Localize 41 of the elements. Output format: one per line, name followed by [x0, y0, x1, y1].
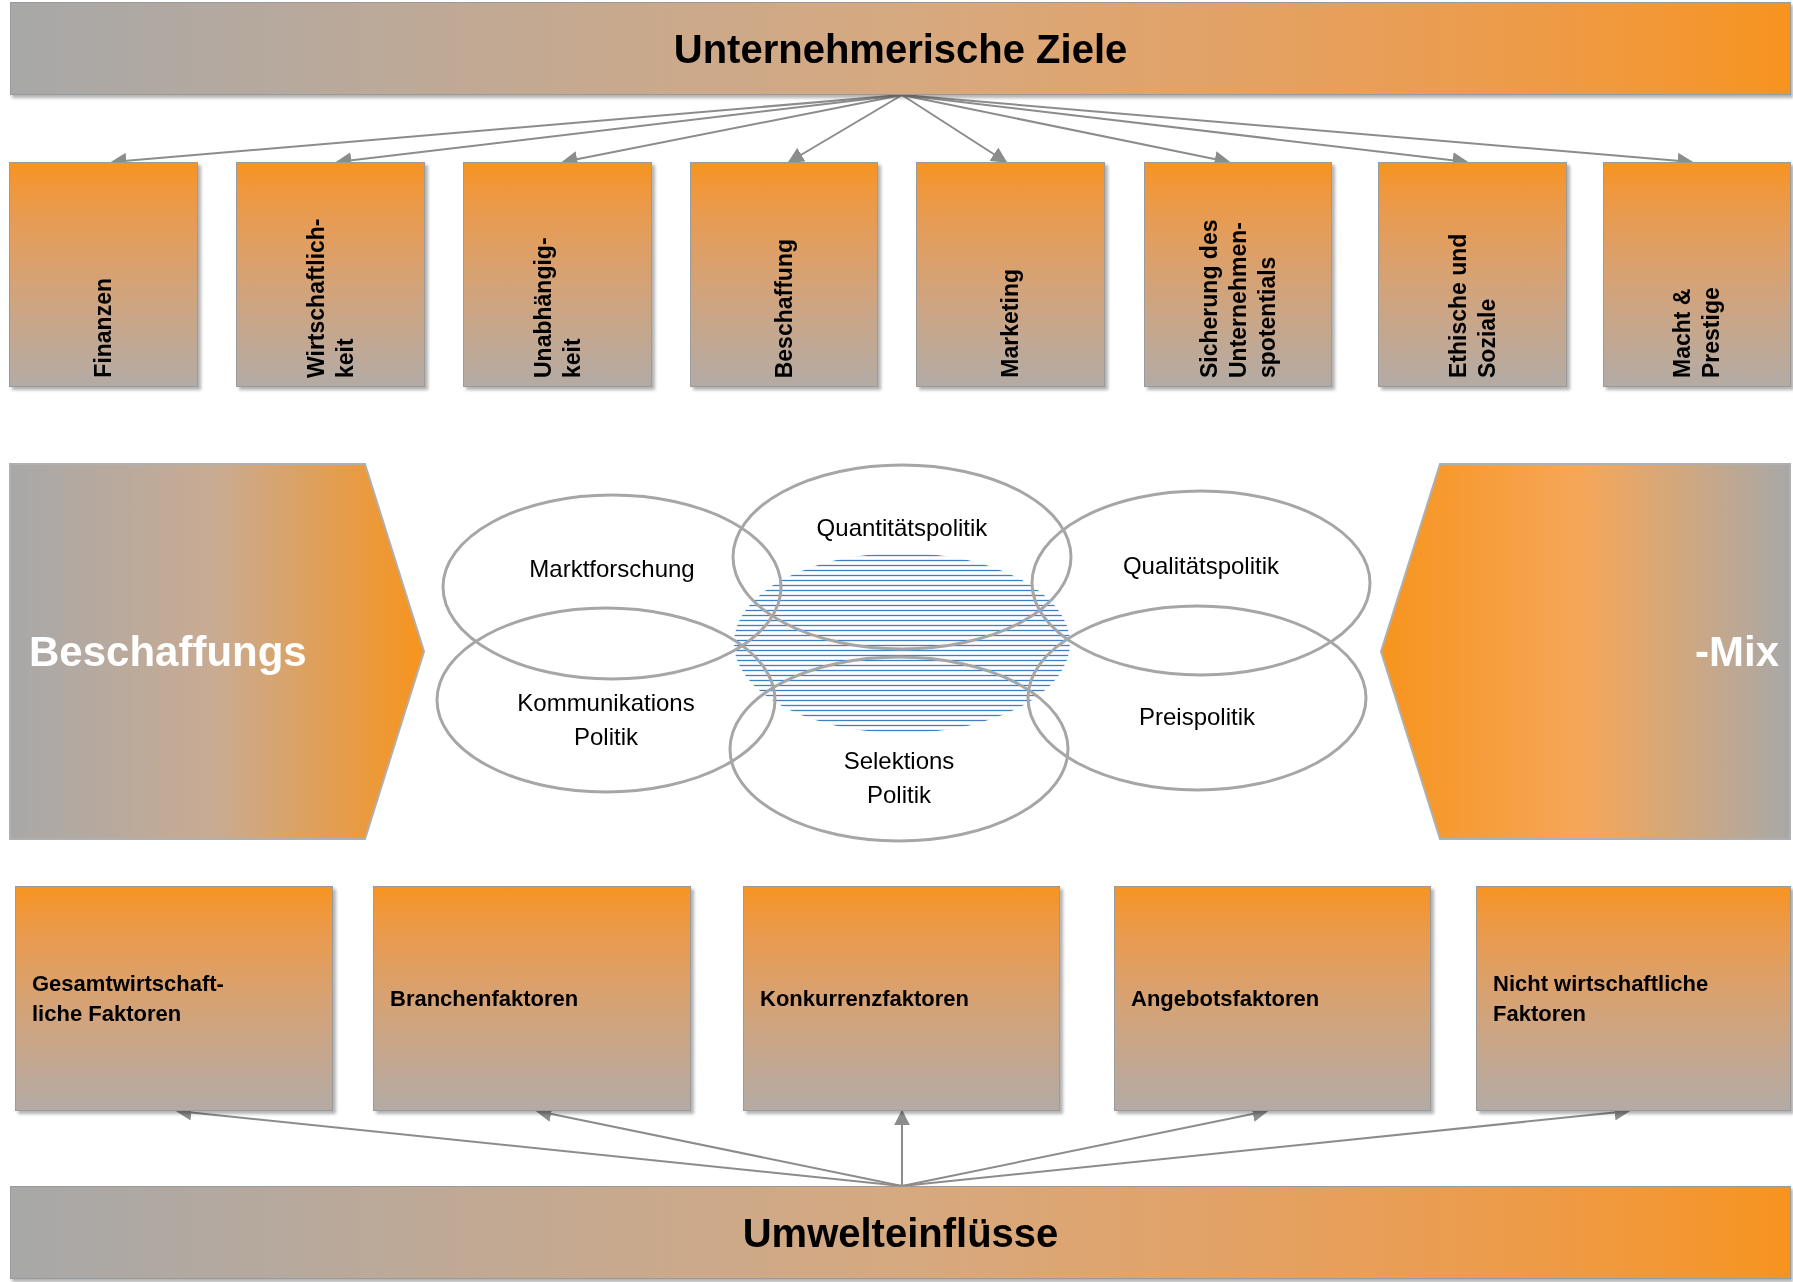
- factor-box: [15, 886, 333, 1111]
- policy-label: Selektions Politik: [842, 746, 956, 810]
- factor-box: [1476, 886, 1791, 1111]
- goal-box: [1603, 162, 1791, 387]
- mix-title: -Mix: [1695, 627, 1779, 677]
- arrow: [901, 94, 1008, 163]
- heading-bar: [10, 2, 1791, 95]
- factor-label: Angebotsfaktoren: [1131, 984, 1320, 1013]
- goal-label: Unabhängig- keit: [528, 236, 586, 378]
- heading-bar: [10, 1186, 1791, 1279]
- factor-label: Gesamtwirtschaft- liche Faktoren: [32, 969, 225, 1028]
- heading-text: Unternehmerische Ziele: [673, 25, 1128, 73]
- goal-box: [463, 162, 652, 387]
- goal-label: Sicherung des Unternehmen- spotentials: [1194, 218, 1281, 378]
- goal-box: [9, 162, 198, 387]
- goal-label: Macht & Prestige: [1668, 286, 1725, 378]
- goal-label: Ethische und Soziale: [1443, 232, 1501, 378]
- heading-text: Umwelteinflüsse: [742, 1209, 1059, 1257]
- goal-box: [236, 162, 425, 387]
- policy-label: Quantitätspolitik: [816, 513, 988, 544]
- goal-label: Marketing: [996, 269, 1025, 378]
- goal-box: [1378, 162, 1567, 387]
- factor-label: Branchenfaktoren: [390, 984, 579, 1013]
- policy-label: Preispolitik: [1138, 702, 1255, 733]
- goal-label: Wirtschaftlich- keit: [301, 217, 359, 378]
- goal-label: Beschaffung: [769, 238, 798, 378]
- goal-box: [690, 162, 878, 387]
- factor-label: Nicht wirtschaftliche Faktoren: [1493, 969, 1710, 1028]
- goal-box: [1144, 162, 1332, 387]
- goal-label: Finanzen: [89, 278, 118, 378]
- factor-box: [1114, 886, 1431, 1111]
- arrow: [894, 1109, 910, 1187]
- policy-label: Kommunikations Politik: [516, 688, 696, 752]
- factor-label: Konkurrenzfaktoren: [760, 984, 970, 1013]
- mix-title: Beschaffungs: [29, 627, 307, 677]
- policy-label: Marktforschung: [529, 554, 695, 585]
- arrow: [787, 94, 903, 163]
- goal-box: [916, 162, 1105, 387]
- policy-label: Qualitätspolitik: [1122, 551, 1280, 582]
- factor-box: [373, 886, 691, 1111]
- factor-box: [743, 886, 1060, 1111]
